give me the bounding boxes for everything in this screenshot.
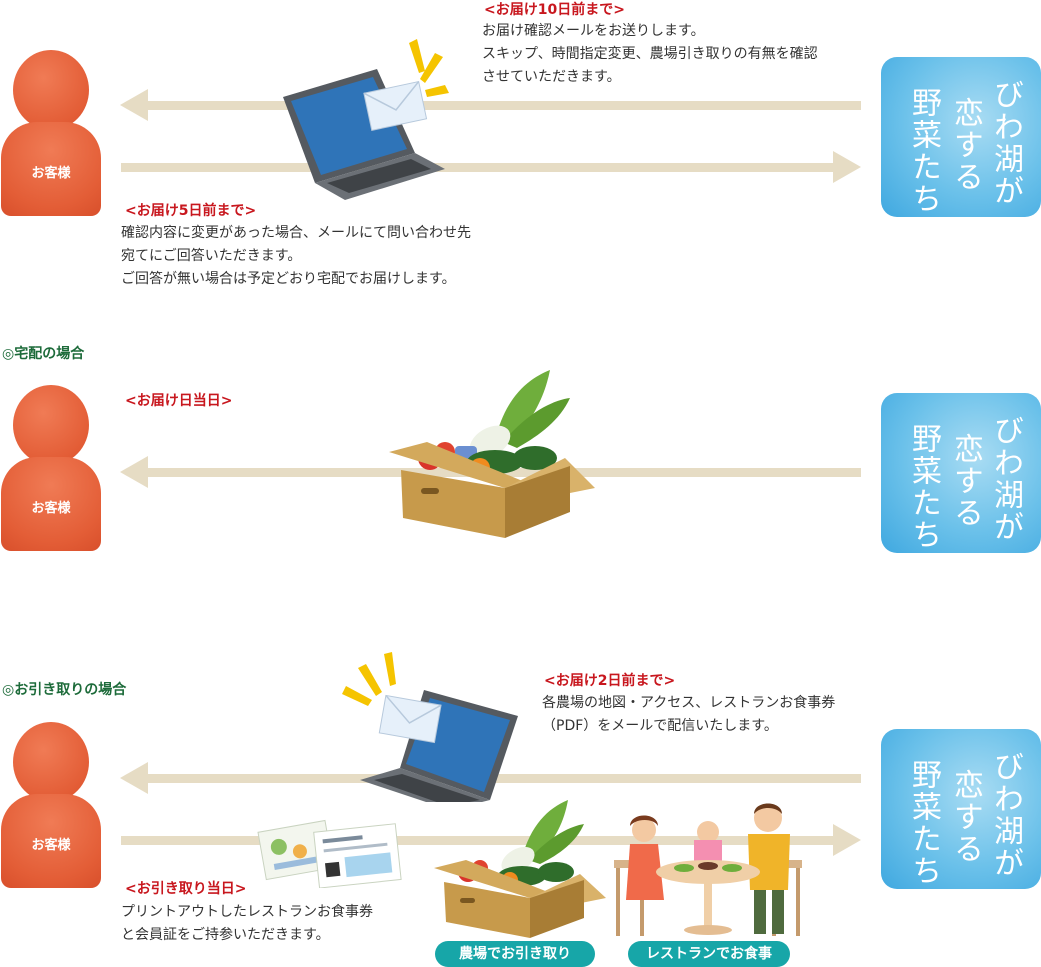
- text-line: と会員証をご持参いただきます。: [121, 927, 330, 943]
- meal-ticket-icon: [257, 819, 402, 888]
- arrow-line: [121, 163, 836, 172]
- arrow-head: [120, 762, 148, 794]
- brand-text-left: 野菜たち: [906, 423, 941, 551]
- brand-text-middle: 恋する: [948, 769, 983, 865]
- text-line: 宛てにご回答いただきます。: [121, 248, 302, 264]
- delivery-day-heading: <お届け日当日>: [125, 393, 233, 409]
- text-line: 各農場の地図・アクセス、レストランお食事券: [542, 695, 836, 711]
- section-pickup-title: ◎お引き取りの場合: [2, 682, 127, 698]
- customer-label: お客様: [31, 166, 71, 181]
- customer-figure: お客様: [1, 50, 101, 216]
- notice-2days-text: 各農場の地図・アクセス、レストランお食事券 （PDF）をメールで配信いたします。: [542, 692, 835, 738]
- brand-logo: びわ湖が 恋する 野菜たち: [881, 57, 1041, 217]
- brand-text-right: びわ湖が: [988, 751, 1023, 879]
- restaurant-family-icon: [614, 803, 802, 936]
- notice-2days-heading: <お届け2日前まで>: [544, 673, 676, 689]
- notice-5days-heading: <お届け5日前まで>: [125, 203, 257, 219]
- customer-label: お客様: [31, 501, 71, 516]
- text-line: 確認内容に変更があった場合、メールにて問い合わせ先: [121, 225, 471, 241]
- customer-head: [13, 50, 89, 130]
- text-line: お届け確認メールをお送りします。: [482, 23, 705, 39]
- text-line: （PDF）をメールで配信いたします。: [542, 718, 778, 734]
- arrow-line: [146, 774, 861, 783]
- laptop-mail-icon: [342, 652, 518, 802]
- notice-10days-heading: <お届け10日前まで>: [484, 2, 625, 18]
- laptop-mail-icon: [283, 39, 449, 200]
- notice-10days-text: お届け確認メールをお送りします。 スキップ、時間指定変更、農場引き取りの有無を確…: [482, 20, 818, 89]
- customer-body: [1, 122, 101, 216]
- notice-5days-text: 確認内容に変更があった場合、メールにて問い合わせ先 宛てにご回答いただきます。 …: [121, 222, 471, 291]
- brand-text-right: びわ湖が: [988, 415, 1023, 543]
- brand-logo: びわ湖が 恋する 野菜たち: [881, 393, 1041, 553]
- brand-text-left: 野菜たち: [906, 759, 941, 887]
- text-line: スキップ、時間指定変更、農場引き取りの有無を確認: [482, 46, 818, 62]
- customer-label: お客様: [31, 838, 71, 853]
- text-line: させていただきます。: [482, 69, 621, 85]
- section-delivery-title: ◎宅配の場合: [2, 346, 85, 362]
- arrow-line: [146, 101, 861, 110]
- vegetable-box-icon: [389, 370, 595, 538]
- arrow-line: [121, 836, 836, 845]
- arrow-head: [833, 151, 861, 183]
- arrow-head: [120, 89, 148, 121]
- pickup-day-text: プリントアウトしたレストランお食事券 と会員証をご持参いただきます。: [121, 901, 373, 947]
- brand-text-middle: 恋する: [948, 97, 983, 193]
- brand-text-middle: 恋する: [948, 433, 983, 529]
- text-line: ご回答が無い場合は予定どおり宅配でお届けします。: [121, 271, 456, 287]
- pickup-day-heading: <お引き取り当日>: [125, 881, 247, 897]
- text-line: プリントアウトしたレストランお食事券: [121, 904, 373, 920]
- brand-text-left: 野菜たち: [906, 87, 941, 215]
- brand-logo: びわ湖が 恋する 野菜たち: [881, 729, 1041, 889]
- arrow-head: [120, 456, 148, 488]
- customer-body: [1, 457, 101, 551]
- customer-head: [13, 722, 89, 802]
- customer-body: [1, 794, 101, 888]
- customer-figure: お客様: [1, 385, 101, 551]
- customer-head: [13, 385, 89, 465]
- brand-text-right: びわ湖が: [988, 79, 1023, 207]
- arrow-head: [833, 824, 861, 856]
- vegetable-box-icon: [434, 800, 606, 938]
- restaurant-meal-badge: レストランでお食事: [628, 941, 790, 967]
- customer-figure: お客様: [1, 722, 101, 888]
- farm-pickup-badge: 農場でお引き取り: [435, 941, 595, 967]
